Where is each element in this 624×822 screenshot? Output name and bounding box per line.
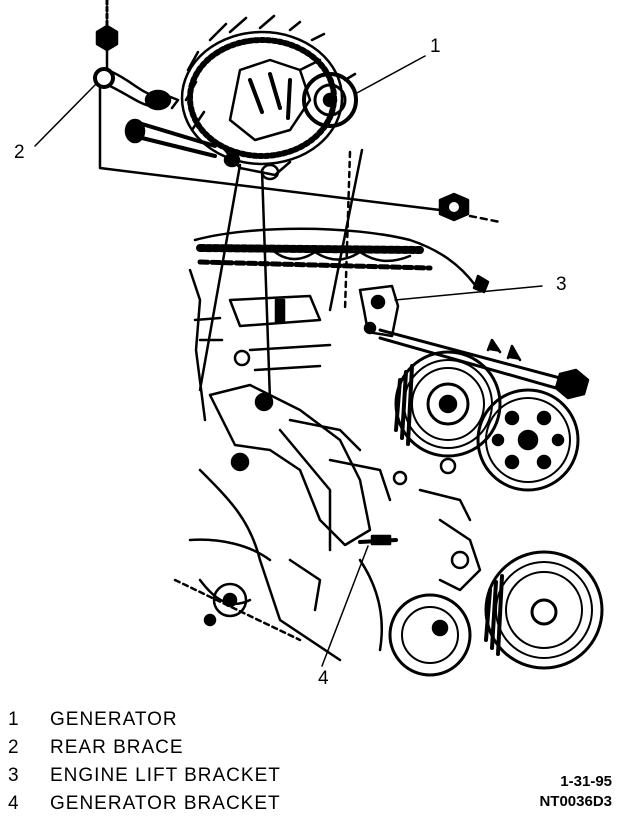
accessory-pulley (476, 388, 580, 492)
legend-label: REAR BRACE (50, 737, 184, 758)
legend-item: 2 REAR BRACE (8, 734, 281, 762)
legend-item: 1 GENERATOR (8, 706, 281, 734)
legend-item: 3 ENGINE LIFT BRACKET (8, 762, 281, 790)
legend-number: 1 (8, 709, 20, 730)
callout-3: 3 (556, 274, 567, 295)
engine-block (188, 227, 477, 422)
generator-mounting-diagram (34, 0, 604, 677)
legend-label: GENERATOR (50, 709, 178, 730)
legend-label: GENERATOR BRACKET (50, 793, 281, 814)
lower-engine (173, 457, 482, 662)
idler-pulley (388, 593, 472, 677)
crank-pulley (394, 350, 502, 458)
generator-bracket (208, 383, 398, 552)
callout-1: 1 (430, 36, 441, 57)
engine-lift-bracket (358, 284, 400, 338)
lower-pulley (484, 550, 604, 670)
legend-number: 2 (8, 737, 20, 758)
legend-number: 4 (8, 793, 20, 814)
parts-legend: 1 GENERATOR 2 REAR BRACE 3 ENGINE LIFT B… (8, 706, 281, 818)
callout-4: 4 (318, 668, 329, 689)
leader-lines (34, 55, 543, 667)
rear-brace (93, 67, 180, 111)
figure-code: NT0036D3 (539, 793, 612, 810)
top-nut (95, 0, 119, 70)
lift-bracket-bolt (378, 274, 590, 400)
upper-right-nut (438, 192, 470, 222)
generator (180, 14, 358, 181)
legend-number: 3 (8, 765, 20, 786)
figure-date: 1-31-95 (560, 773, 612, 790)
legend-label: ENGINE LIFT BRACKET (50, 765, 281, 786)
figure-stamp: 1-31-95 NT0036D3 (539, 772, 612, 812)
legend-item: 4 GENERATOR BRACKET (8, 790, 281, 818)
callout-2: 2 (14, 142, 25, 163)
